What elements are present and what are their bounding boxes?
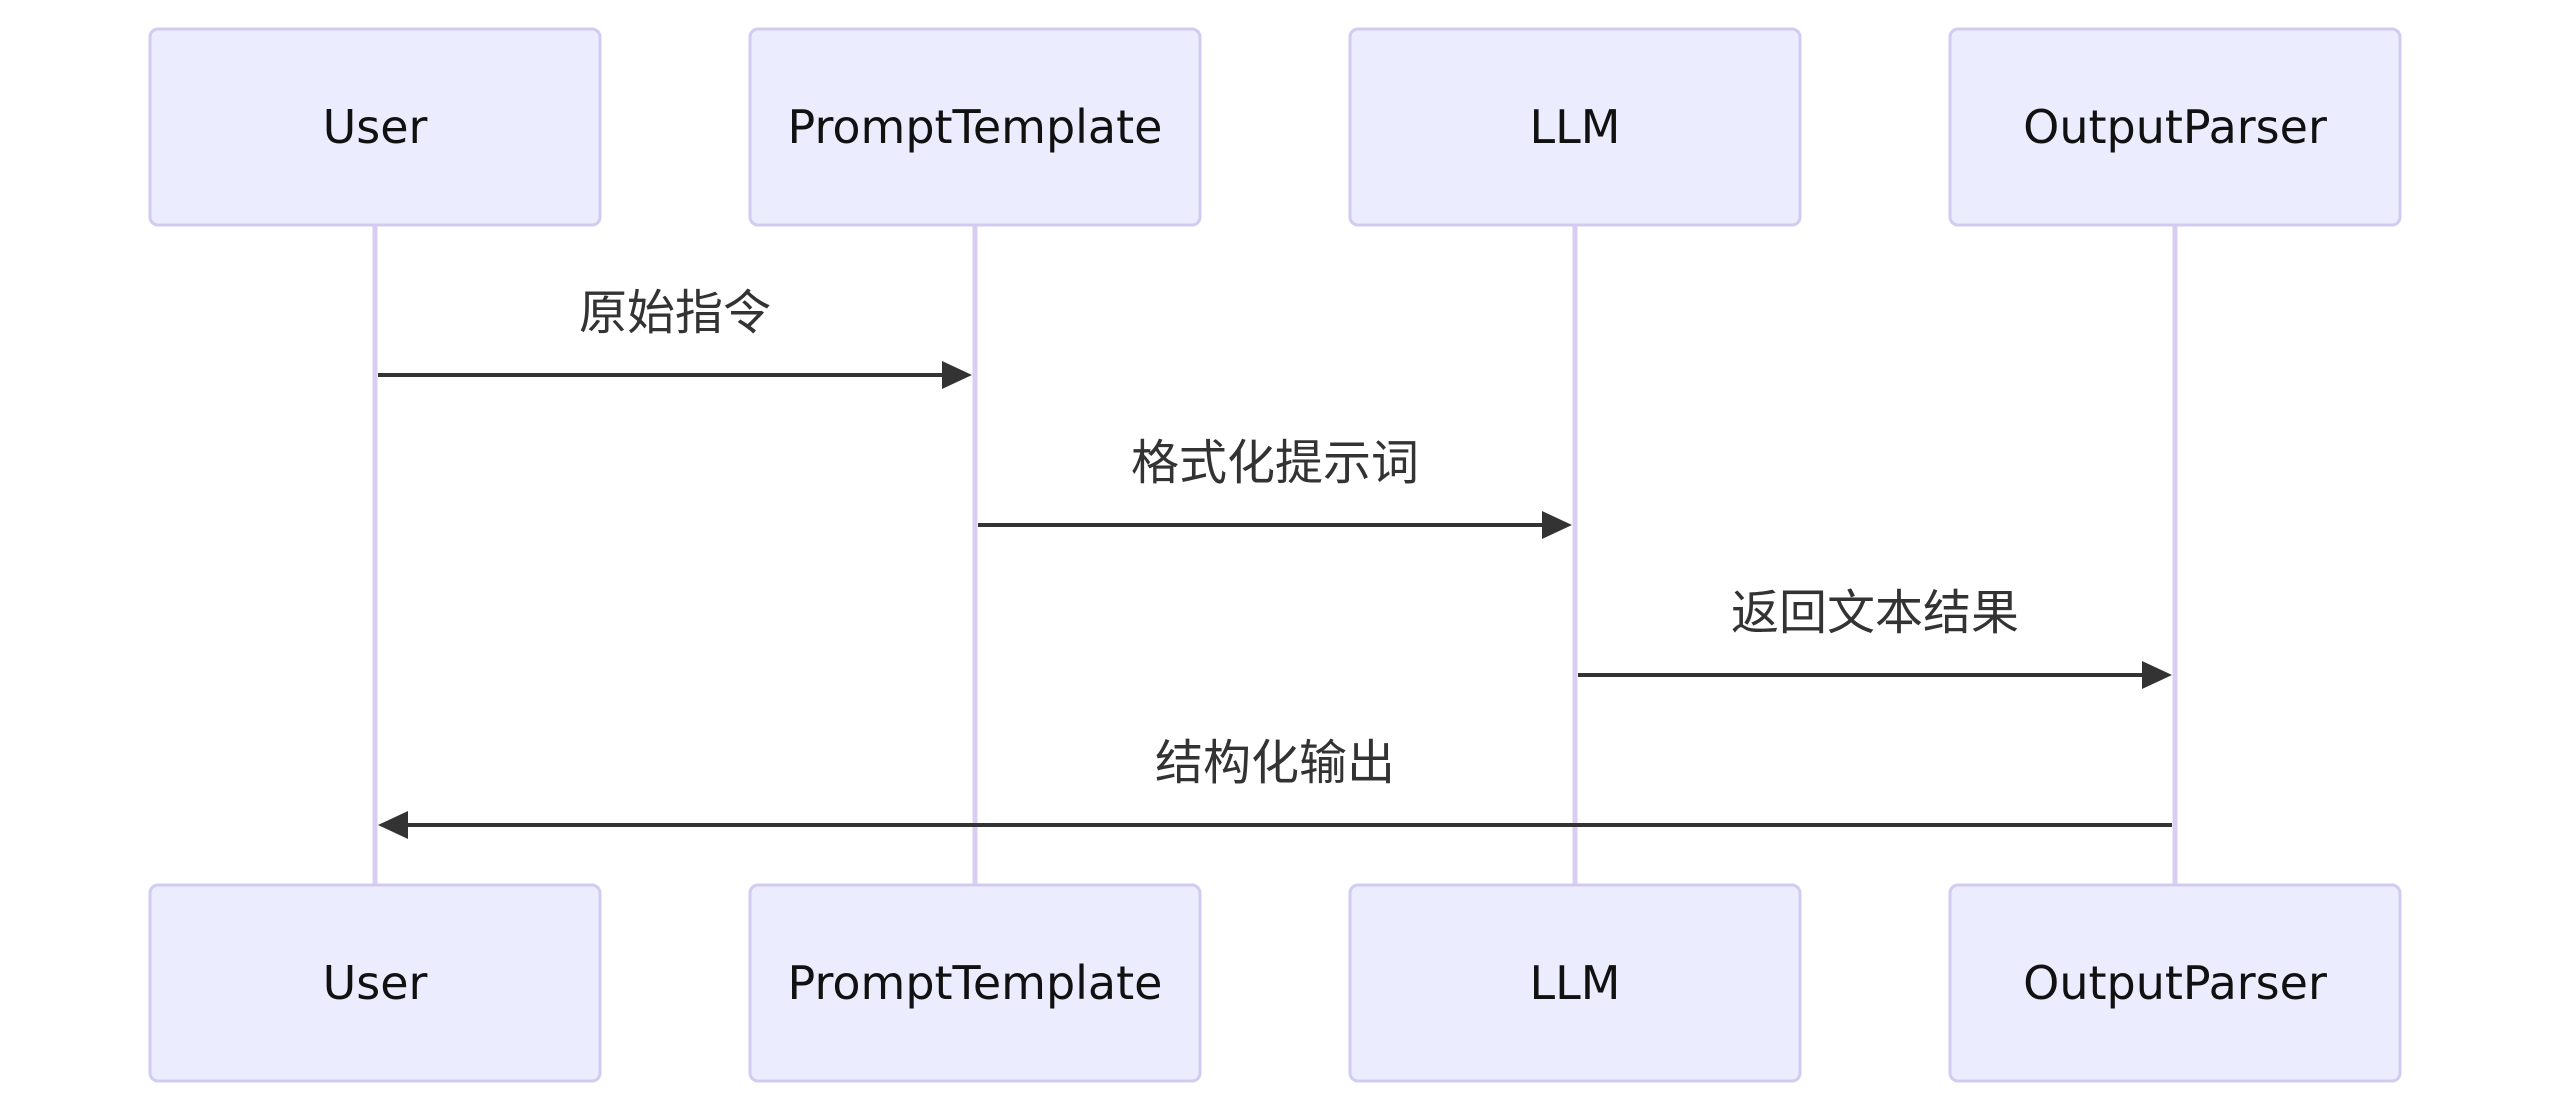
message-label: 原始指令 (579, 285, 771, 341)
participant-user-bottom: User (148, 883, 602, 1083)
participant-llm-top: LLM (1348, 27, 1802, 227)
participant-box (748, 883, 1202, 1083)
message-2: 格式化提示词 (978, 435, 1572, 539)
message-label: 结构化输出 (1155, 735, 1395, 791)
participant-llm-bottom: LLM (1348, 883, 1802, 1083)
message-label: 格式化提示词 (1131, 435, 1419, 491)
participant-box (148, 27, 602, 227)
participant-box (1948, 883, 2402, 1083)
message-label: 返回文本结果 (1731, 585, 2019, 641)
participant-box (1348, 27, 1802, 227)
participant-prompt-top: PromptTemplate (748, 27, 1202, 227)
participant-label: LLM (1530, 100, 1621, 154)
message-1: 原始指令 (378, 285, 972, 389)
participant-user-top: User (148, 27, 602, 227)
participant-prompt-bottom: PromptTemplate (748, 883, 1202, 1083)
participant-label: PromptTemplate (788, 100, 1163, 154)
participant-label: OutputParser (2023, 956, 2327, 1010)
arrowhead-icon (378, 811, 408, 839)
participant-box (1348, 883, 1802, 1083)
participant-label: PromptTemplate (788, 956, 1163, 1010)
participant-label: User (323, 956, 428, 1010)
arrowhead-icon (2142, 661, 2172, 689)
arrowhead-icon (1542, 511, 1572, 539)
participant-label: LLM (1530, 956, 1621, 1010)
participant-label: OutputParser (2023, 100, 2327, 154)
arrowhead-icon (942, 361, 972, 389)
participant-label: User (323, 100, 428, 154)
message-3: 返回文本结果 (1578, 585, 2172, 689)
participant-parser-bottom: OutputParser (1948, 883, 2402, 1083)
participant-box (148, 883, 602, 1083)
message-4: 结构化输出 (378, 735, 2172, 839)
participant-box (748, 27, 1202, 227)
participant-parser-top: OutputParser (1948, 27, 2402, 227)
participant-box (1948, 27, 2402, 227)
